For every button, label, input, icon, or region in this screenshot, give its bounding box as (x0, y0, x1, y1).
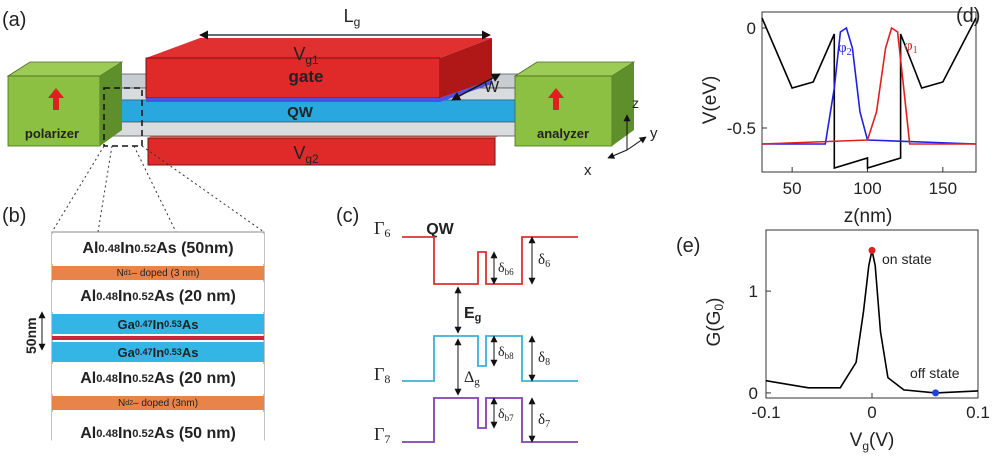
db7-label: δb7 (498, 407, 514, 423)
gamma6-label: Γ6 (374, 218, 390, 240)
plot-d-ticks: 0 -0.5 50 100 150 (727, 19, 957, 198)
on-state-marker (868, 246, 876, 254)
plot-d-xlabel: z(nm) (844, 206, 893, 227)
eg-label: Eg (464, 305, 481, 324)
axis-z-label: z (632, 95, 639, 111)
dg-label: Δg (464, 369, 480, 388)
plot-d-frame (761, 11, 977, 173)
phi1-label: φ1 (904, 38, 918, 56)
vg1-label: Vg1 (293, 44, 319, 67)
panel-b: (b) 50nm (2, 205, 265, 441)
y-tick-label: 1 (749, 282, 758, 301)
on-state-label: on state (882, 251, 932, 267)
gamma6-band (402, 236, 578, 285)
zoom-box (103, 87, 143, 147)
analyzer-side (612, 62, 634, 146)
layer-red-4 (52, 336, 264, 340)
analyzer-label: analyzer (537, 126, 589, 141)
panel-c: (c) QW Γ6 Γ8 Γ7 Eg Δg δb6 δ6 δb8 δ8 δb7 … (336, 205, 578, 446)
plot-d-lines (761, 17, 977, 170)
gate-top-edge (146, 80, 492, 102)
x-tick-label: 150 (929, 179, 957, 198)
y-tick-label: 0 (747, 19, 756, 38)
x-tick-label: -0.1 (751, 403, 780, 422)
vg2-label: Vg2 (293, 143, 319, 166)
panel-a-label: (a) (2, 9, 26, 31)
gamma7-label: Γ7 (374, 424, 390, 446)
plot-e-ylabel: G(G0) (704, 298, 726, 347)
panel-e-label: (e) (676, 235, 700, 257)
x-axis-arrow (607, 149, 628, 159)
y-axis-arrow (626, 136, 647, 151)
analyzer-arrow-icon (548, 88, 564, 110)
gamma8-band (402, 335, 578, 382)
x-tick-label: 0.1 (966, 403, 990, 422)
barrier-lower (95, 121, 521, 137)
db8-label: δb8 (498, 345, 514, 361)
off-state-marker (932, 389, 940, 397)
phi2-label: φ2 (838, 40, 852, 58)
gate-top-face (146, 38, 492, 58)
w-arrow (451, 73, 501, 101)
polarizer-arrow-icon (48, 88, 64, 110)
panel-a: (a) QW Vg1 gate Vg2 Lg W polarizer (2, 6, 658, 179)
qw-label: QW (287, 104, 314, 121)
x-tick-label: 100 (853, 179, 881, 198)
zoom-connectors (51, 145, 265, 233)
gate-bottom (147, 137, 496, 166)
panel-d-label: (d) (956, 5, 980, 27)
plot-e-lines (765, 246, 979, 397)
y-tick-label: 0 (749, 384, 758, 403)
series-potential (761, 17, 977, 170)
d7-label: δ7 (538, 412, 550, 430)
gamma8-label: Γ8 (374, 364, 390, 386)
thickness-label: 50nm (23, 317, 39, 354)
plot-d-ylabel: V(eV) (700, 76, 721, 125)
polarizer-label: polarizer (25, 126, 79, 141)
db6-label: δb6 (498, 261, 514, 277)
axis-x-label: x (584, 162, 592, 179)
panel-c-label: (c) (336, 205, 359, 227)
gate-label: gate (289, 67, 324, 86)
d6-label: δ6 (538, 252, 550, 270)
gamma7-band (402, 397, 578, 443)
series-phi1 (761, 26, 976, 145)
polarizer-side (100, 62, 122, 146)
d8-label: δ8 (538, 350, 550, 368)
plot-e-xlabel: Vg(V) (850, 430, 895, 453)
panel-d: (d) V(eV) z(nm) 0 -0.5 50 100 150 φ2 φ1 (700, 5, 980, 227)
lg-label: Lg (344, 6, 361, 29)
axis-y-label: y (650, 125, 658, 142)
qw-title: QW (426, 221, 454, 238)
x-tick-label: 0 (867, 403, 876, 422)
analyzer-box (514, 75, 613, 147)
x-tick-label: 50 (783, 179, 802, 198)
w-label: W (484, 79, 500, 96)
off-state-label: off state (910, 365, 960, 381)
series-phi2 (762, 26, 977, 145)
polarizer-box (7, 75, 101, 147)
y-tick-label: -0.5 (727, 119, 756, 138)
panel-b-label: (b) (2, 205, 26, 227)
